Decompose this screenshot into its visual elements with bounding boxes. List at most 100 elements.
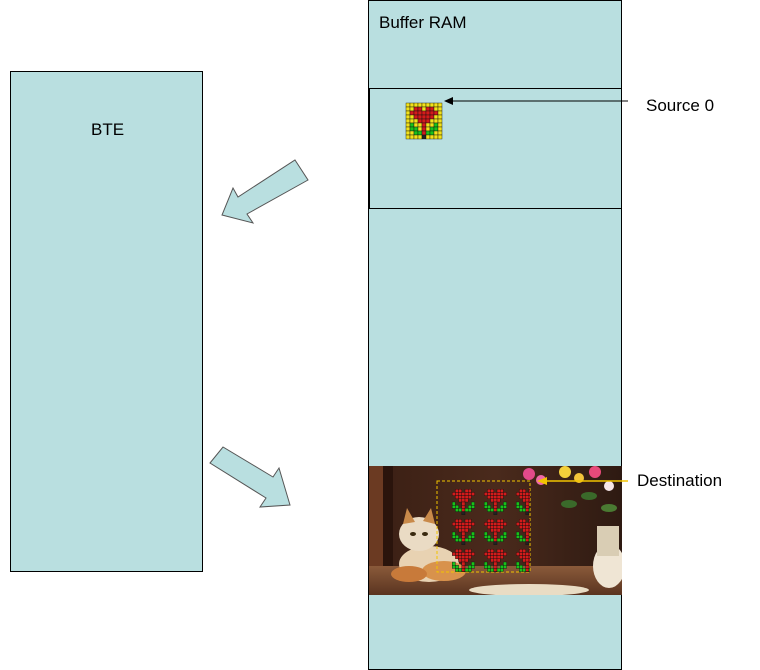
tile-pixel (528, 498, 530, 503)
tile-pixel (528, 522, 530, 526)
tile-pixel (461, 501, 466, 506)
tile-pixel (458, 492, 463, 496)
tile-pixel (464, 568, 469, 572)
tile-pixel (528, 558, 530, 563)
tile-pixel (464, 525, 469, 529)
tile-pixel (522, 549, 526, 553)
tile-pixel (464, 522, 469, 526)
tile-pixel (490, 498, 495, 503)
tile-pixel (471, 492, 475, 496)
tile-pixel (493, 541, 498, 545)
tile-pixel (496, 528, 501, 533)
tile-pixel (464, 489, 469, 493)
tile-pixel (461, 522, 466, 526)
tile-pixel (433, 130, 439, 136)
bte-block: BTE (10, 71, 203, 572)
tile-pixel (452, 522, 456, 526)
tile-pixel (516, 531, 520, 536)
tile-pixel (409, 130, 415, 136)
tile-pixel (490, 522, 495, 526)
tile-pixel (458, 495, 463, 500)
tile-pixel (487, 519, 491, 523)
tile-pixel (425, 118, 431, 124)
tile-pixel (532, 519, 535, 522)
tile-pixel (461, 505, 466, 509)
tile-pixel (525, 492, 530, 496)
tile-pixel (528, 492, 530, 496)
tile-pixel (425, 126, 431, 132)
tile-pixel (413, 114, 419, 120)
tile-pixel (421, 110, 427, 116)
tile-pixel (490, 525, 495, 529)
tile-pixel (405, 102, 411, 108)
tile-pixel (535, 505, 538, 508)
tile-pixel (535, 492, 538, 495)
tile-pixel (525, 561, 530, 566)
tile-pixel (464, 495, 469, 500)
tile-pixel (525, 535, 530, 539)
tile-pixel (487, 555, 491, 559)
tile-pixel (503, 535, 507, 539)
tile-pixel (458, 528, 463, 533)
tile-pixel (528, 555, 530, 559)
tile-pixel (413, 102, 419, 108)
tile-pixel (413, 110, 419, 116)
tile-pixel (413, 130, 419, 136)
tile-pixel (429, 110, 435, 116)
tile-pixel (532, 489, 535, 492)
tile-pixel (487, 538, 491, 542)
tile-pixel (528, 568, 530, 572)
tile-pixel (433, 106, 439, 112)
tile-pixel (461, 552, 466, 556)
tile-pixel (409, 126, 415, 132)
tile-pixel (500, 522, 504, 526)
tile-pixel (421, 102, 427, 108)
tile-pixel (528, 528, 530, 533)
tile-pixel (413, 134, 419, 140)
tile-pixel (471, 505, 475, 509)
tile-pixel (535, 535, 538, 538)
tile-pixel (519, 525, 523, 529)
tile-pixel (525, 565, 530, 569)
tile-pixel (493, 552, 498, 556)
tile-pixel (425, 102, 431, 108)
tile-pixel (516, 522, 520, 526)
tile-pixel (525, 495, 530, 500)
tile-pixel (461, 558, 466, 563)
tile-pixel (425, 134, 431, 140)
tile-pixel (461, 535, 466, 539)
tile-pixel (471, 531, 475, 536)
tile-pixel (535, 502, 538, 505)
tile-pixel (455, 525, 459, 529)
tile-pixel (433, 114, 439, 120)
tile-pixel (433, 118, 439, 124)
tile-pixel (455, 495, 459, 500)
tile-pixel (490, 568, 495, 572)
tile-pixel (468, 552, 472, 556)
tile-pixel (519, 519, 523, 523)
tile-pixel (522, 508, 526, 512)
tile-pixel (461, 568, 466, 572)
tile-pixel (500, 549, 504, 553)
tile-pixel (532, 535, 535, 538)
tile-pixel (425, 110, 431, 116)
tile-pixel (433, 102, 439, 108)
tile-pixel (525, 498, 530, 503)
tile-pixel (532, 492, 535, 495)
tile-pixel (405, 114, 411, 120)
tile-pixel (458, 549, 463, 553)
tile-pixel (421, 134, 427, 140)
tile-pixel (458, 558, 463, 563)
tile-pixel (519, 552, 523, 556)
tile-pixel (409, 134, 415, 140)
tile-pixel (417, 134, 423, 140)
tile-pixel (519, 492, 523, 496)
tile-pixel (429, 106, 435, 112)
tile-pixel (493, 568, 498, 572)
tile-pixel (458, 522, 463, 526)
tile-pixel (471, 552, 475, 556)
tile-pixel (528, 549, 530, 553)
tile-pixel (516, 565, 520, 569)
tile-pixel (405, 118, 411, 124)
tile-pixel (468, 505, 472, 509)
